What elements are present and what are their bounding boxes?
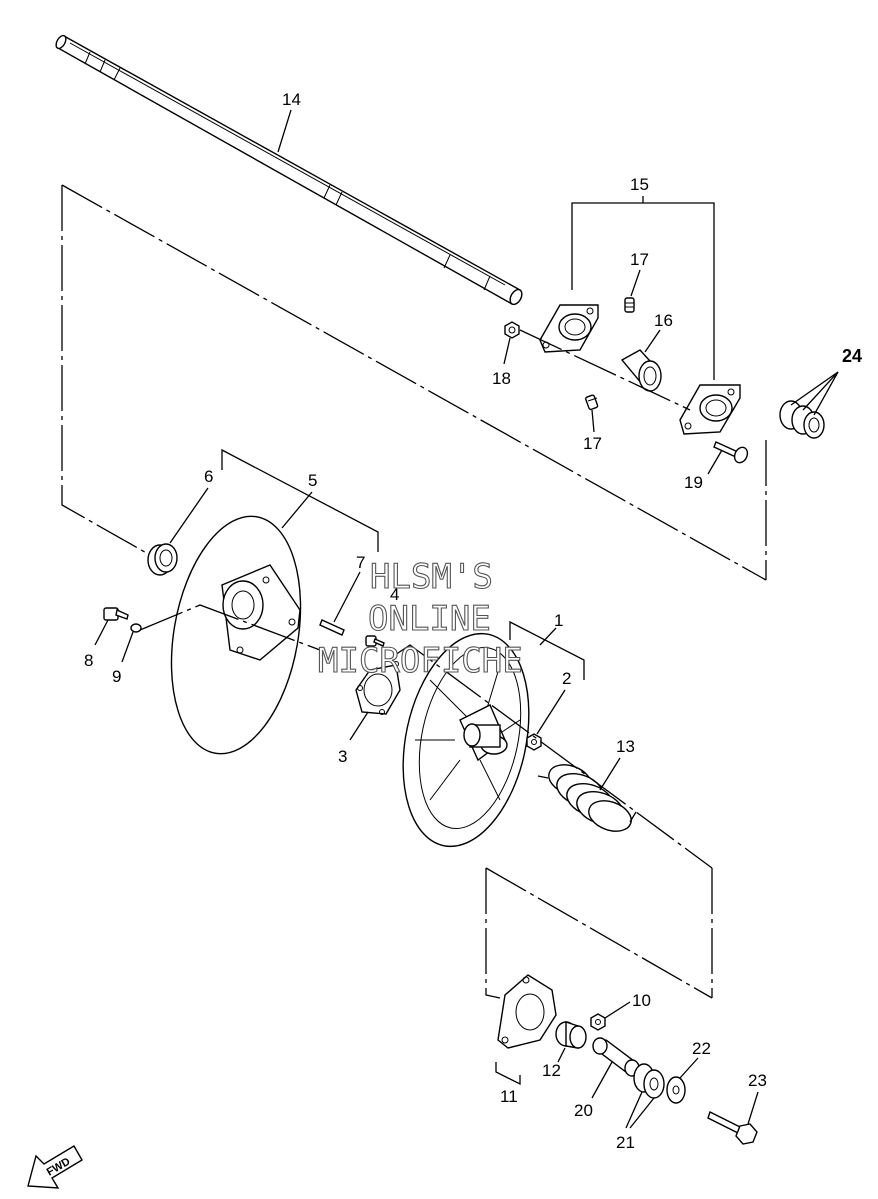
bracket-part-11: [495, 1062, 521, 1086]
alignment-line-middle: [394, 644, 713, 869]
bolt-part-8[interactable]: [103, 607, 129, 621]
callout-9[interactable]: 9: [112, 667, 121, 686]
leader-10: [604, 1001, 631, 1019]
callout-13[interactable]: 13: [616, 737, 635, 756]
alignment-line-lower-diag: [485, 867, 713, 999]
leader-9: [121, 631, 134, 663]
callout-23[interactable]: 23: [748, 1071, 767, 1090]
callout-12[interactable]: 12: [542, 1061, 561, 1080]
callout-17-lower[interactable]: 17: [583, 434, 602, 453]
nut-part-19[interactable]: [504, 321, 520, 339]
callout-18[interactable]: 19: [684, 473, 703, 492]
leader-12: [557, 1047, 566, 1063]
alignment-line-diagonal: [61, 184, 767, 581]
bracket-part-5: [221, 448, 379, 552]
bearing-housing-left[interactable]: [539, 304, 599, 353]
set-screw-part-17-lower[interactable]: [585, 394, 599, 411]
callout-3[interactable]: 3: [338, 747, 347, 766]
leader-2: [536, 689, 566, 735]
washer-part-20[interactable]: [633, 1063, 665, 1099]
leader-13: [599, 757, 621, 791]
alignment-line-bolt: [139, 604, 321, 651]
leader-8: [94, 619, 109, 646]
set-screw-part-17-upper[interactable]: [624, 297, 635, 313]
movable-sheave-part-1[interactable]: [385, 622, 547, 858]
leader-24a: [790, 371, 839, 406]
fwd-arrow-icon: FWD: [27, 1145, 83, 1189]
bolt-part-23[interactable]: [707, 1111, 758, 1145]
callout-22[interactable]: 22: [692, 1039, 711, 1058]
watermark-line-1: HLSM'S: [370, 557, 493, 597]
seal-part-6[interactable]: [147, 543, 178, 576]
leader-18: [707, 449, 723, 475]
callout-10[interactable]: 10: [632, 991, 651, 1010]
leader-24c: [813, 371, 839, 416]
callout-24[interactable]: 24: [842, 346, 862, 366]
washer-part-9[interactable]: [130, 623, 142, 633]
alignment-line-shaft: [519, 329, 691, 411]
leader-7: [333, 571, 361, 623]
callout-2[interactable]: 2: [562, 669, 571, 688]
callout-6[interactable]: 6: [204, 467, 213, 486]
leader-20a: [625, 1091, 643, 1129]
leader-21: [591, 1061, 613, 1099]
leader-5: [281, 491, 313, 529]
callout-17-upper[interactable]: 17: [630, 250, 649, 269]
callout-7[interactable]: 7: [356, 553, 365, 572]
nut-part-2[interactable]: [526, 733, 542, 751]
leader-14: [277, 109, 292, 153]
callout-15[interactable]: 15: [630, 175, 649, 194]
bearing-part-16[interactable]: [620, 349, 662, 392]
leader-22: [679, 1057, 699, 1079]
leader-24b: [802, 371, 839, 411]
leader-19: [503, 337, 511, 365]
callout-5[interactable]: 5: [308, 471, 317, 490]
callout-4[interactable]: 4: [390, 585, 399, 604]
cam-part-11[interactable]: [497, 974, 557, 1049]
bracket-part-1: [509, 620, 585, 680]
leader-17b: [591, 409, 595, 433]
callout-14[interactable]: 14: [282, 90, 301, 109]
bearing-housing-right[interactable]: [679, 384, 741, 435]
callout-11[interactable]: 11: [500, 1087, 518, 1106]
stud-part-7[interactable]: [319, 619, 345, 636]
spring-part-13[interactable]: [537, 759, 637, 836]
alignment-frame-lower: [485, 868, 501, 999]
watermark-line-2: ONLINE: [368, 599, 491, 639]
nut-part-10[interactable]: [590, 1013, 606, 1031]
alignment-line-upper: [61, 185, 151, 556]
leader-3: [349, 711, 369, 741]
fixed-sheave-part-5[interactable]: [154, 506, 318, 764]
callout-16[interactable]: 16: [654, 311, 673, 330]
gasket-part-3[interactable]: [355, 661, 401, 715]
callout-21[interactable]: 20: [574, 1101, 593, 1120]
watermark: HLSM'S ONLINE MICROFICHE: [317, 556, 523, 681]
watermark-line-3: MICROFICHE: [318, 641, 523, 681]
collar-part-21[interactable]: [592, 1037, 640, 1077]
leader-17a: [630, 269, 641, 297]
leader-23: [747, 1091, 759, 1125]
leader-16: [644, 329, 661, 353]
washer-part-22[interactable]: [666, 1076, 686, 1104]
bushing-part-12[interactable]: [555, 1021, 587, 1049]
callout-1[interactable]: 1: [554, 611, 563, 630]
leader-1: [539, 627, 557, 646]
callout-20[interactable]: 21: [616, 1133, 635, 1152]
leader-6: [169, 487, 209, 544]
bushing-part-24[interactable]: [779, 400, 825, 439]
shaft-part-14[interactable]: [54, 34, 524, 306]
fwd-label: FWD: [45, 1156, 73, 1179]
callout-19[interactable]: 18: [492, 369, 511, 388]
screw-part-4[interactable]: [365, 635, 385, 647]
bolt-part-18[interactable]: [713, 441, 750, 465]
leader-20b: [629, 1097, 655, 1129]
callout-8[interactable]: 8: [84, 651, 93, 670]
